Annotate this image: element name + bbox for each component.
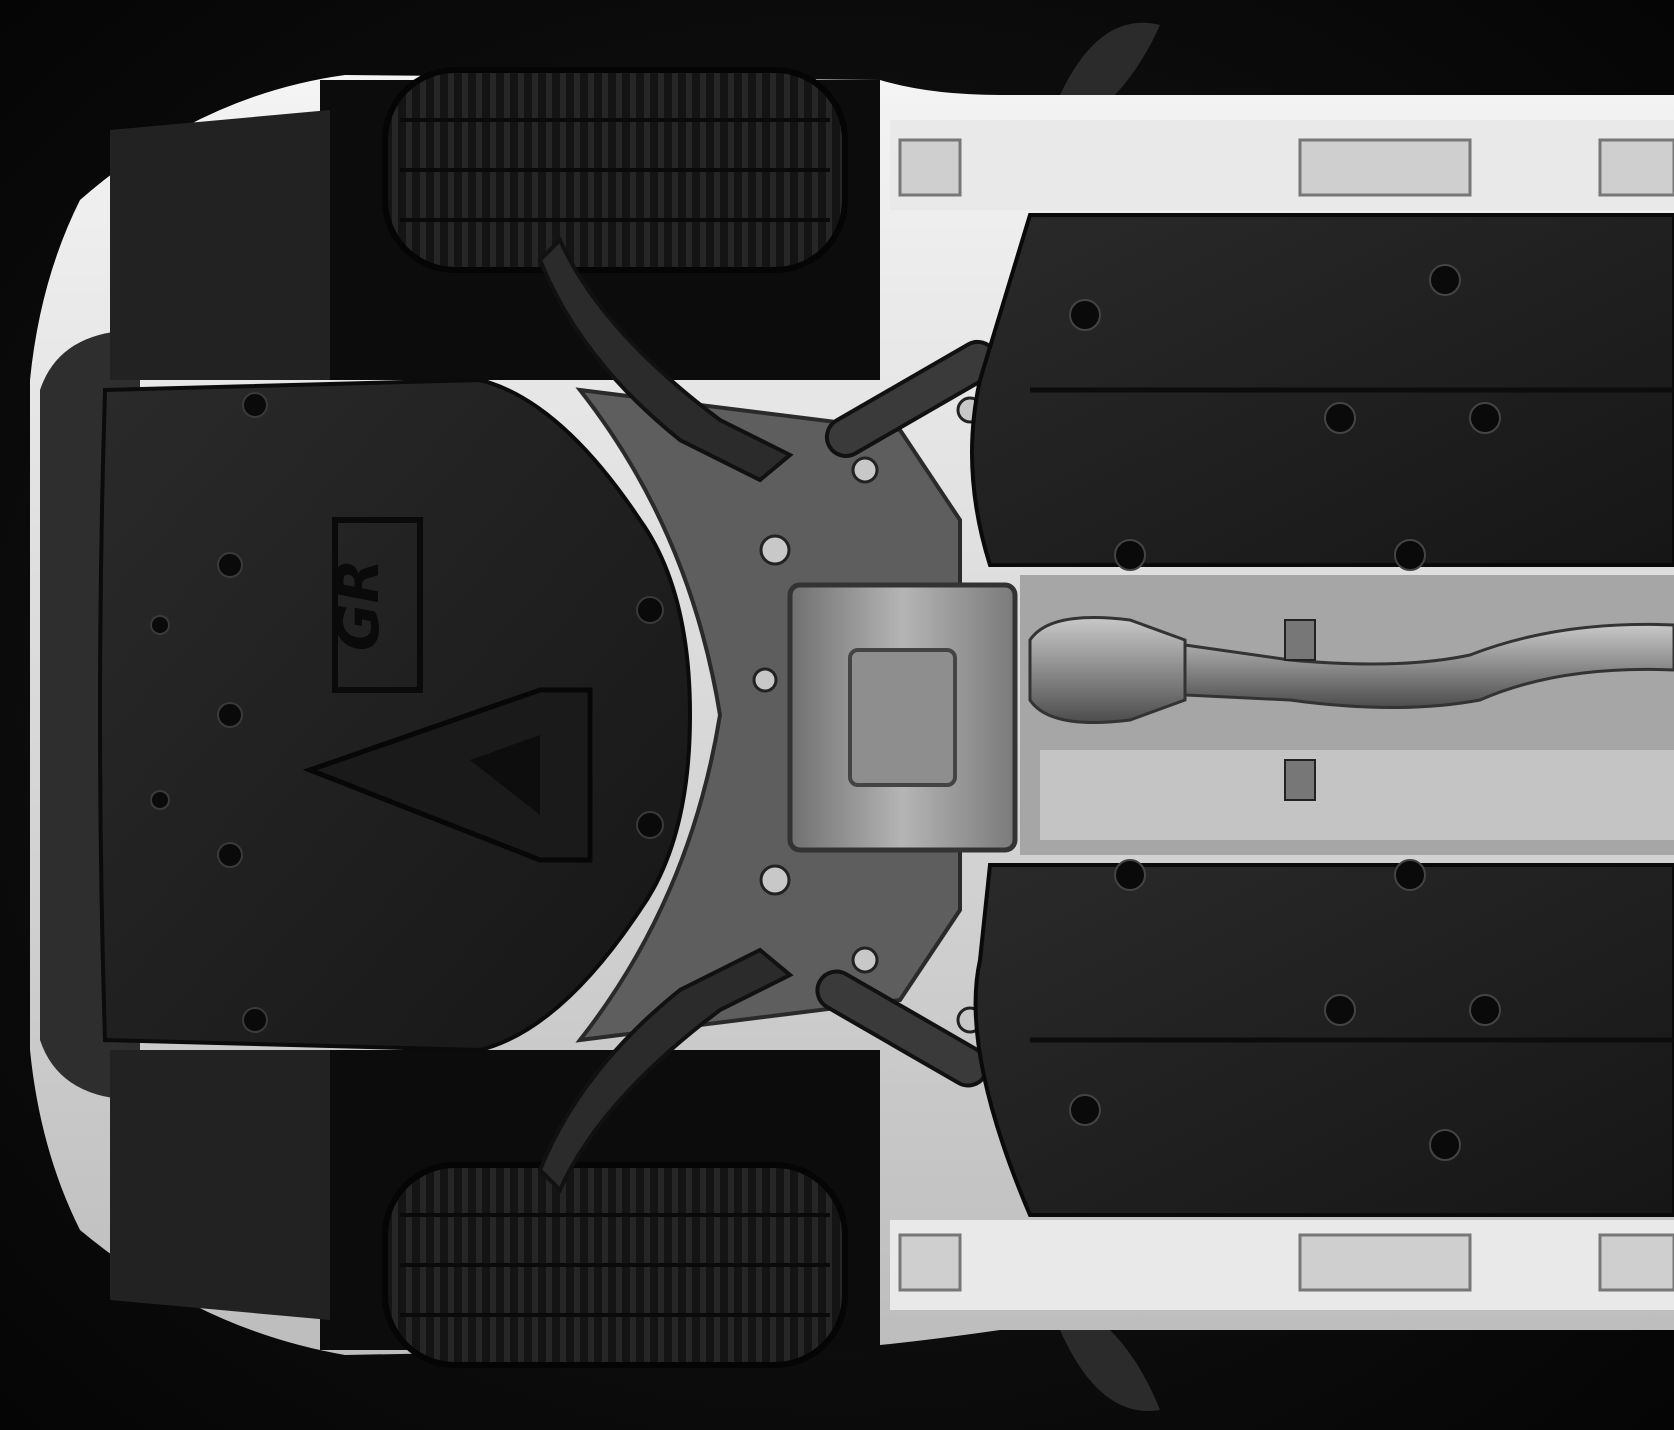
front-bracket-top bbox=[110, 110, 330, 380]
catalytic-converter bbox=[1028, 616, 1187, 724]
exhaust-pipe bbox=[1183, 622, 1674, 709]
sill-top bbox=[890, 120, 1674, 210]
triangle-brace bbox=[302, 687, 593, 863]
mirror-bottom bbox=[1060, 1330, 1160, 1411]
exhaust-tunnel-heatshield bbox=[1040, 750, 1674, 840]
panel-bolts bbox=[1069, 264, 1501, 1161]
control-arm-top bbox=[537, 236, 794, 483]
control-arm-bottom bbox=[537, 947, 794, 1194]
tire-bottom bbox=[382, 1162, 848, 1368]
front-bracket-bottom bbox=[110, 1050, 330, 1320]
sill-clips bbox=[898, 138, 1674, 1292]
gr-emblem: GR bbox=[324, 517, 423, 693]
center-brace-inset bbox=[848, 648, 957, 787]
o2-sensors bbox=[1284, 619, 1316, 801]
sill-bottom bbox=[890, 1220, 1674, 1310]
tire-top bbox=[382, 67, 848, 273]
front-subframe bbox=[575, 387, 962, 1043]
mirror-top bbox=[1060, 22, 1160, 100]
gr-emblem-text: GR bbox=[324, 559, 392, 651]
skid-plate-bolts bbox=[150, 392, 664, 1033]
front-skid-plate bbox=[98, 377, 693, 1053]
triangle-brace-cutout bbox=[470, 735, 540, 815]
